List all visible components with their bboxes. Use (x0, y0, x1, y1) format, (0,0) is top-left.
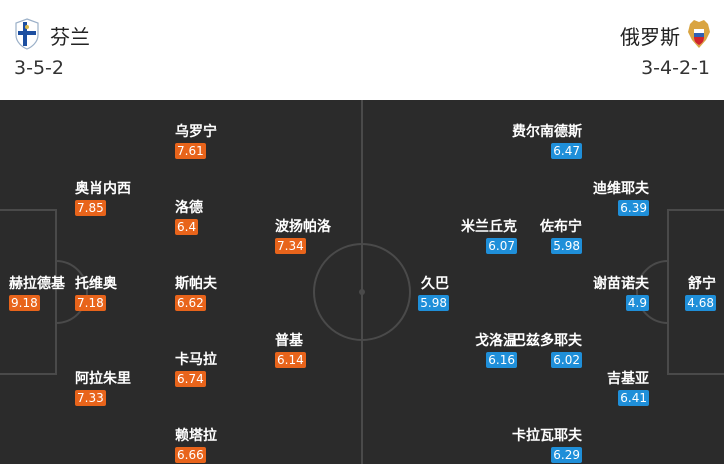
player-name: 普基 (275, 333, 303, 349)
player-rating: 6.16 (486, 352, 517, 368)
player-rating: 6.41 (618, 390, 649, 406)
player-rating: 6.66 (175, 447, 206, 463)
player-name: 阿拉朱里 (75, 371, 131, 387)
player-name: 谢苗诺夫 (593, 276, 649, 292)
player-rating: 5.98 (418, 295, 449, 311)
pitch: 赫拉德基 9.18 奥肖内西 7.85 托维奥 7.18 阿拉朱里 7.33 乌… (0, 100, 724, 464)
player-rating: 9.18 (9, 295, 40, 311)
player-name: 奥肖内西 (75, 181, 131, 197)
player-name: 舒宁 (688, 276, 716, 292)
away-team-name[interactable]: 俄罗斯 (620, 25, 680, 49)
player-name: 佐布宁 (540, 219, 582, 235)
player-rating: 6.02 (551, 352, 582, 368)
player-rating: 4.9 (625, 295, 649, 311)
player-name: 米兰丘克 (461, 219, 517, 235)
player-name: 乌罗宁 (175, 124, 217, 140)
player-rating: 7.34 (275, 238, 306, 254)
player-name: 巴兹多耶夫 (512, 333, 582, 349)
player-name: 赫拉德基 (9, 276, 65, 292)
player-rating: 6.62 (175, 295, 206, 311)
player-name: 卡拉瓦耶夫 (512, 428, 582, 444)
player-rating: 7.33 (75, 390, 106, 406)
player-rating: 7.18 (75, 295, 106, 311)
player-rating: 6.29 (551, 447, 582, 463)
player-rating: 6.07 (486, 238, 517, 254)
player-rating: 6.47 (551, 143, 582, 159)
player-rating: 4.68 (685, 295, 716, 311)
home-formation: 3-5-2 (14, 57, 64, 79)
player-rating: 6.74 (175, 371, 206, 387)
player-rating: 7.85 (75, 200, 106, 216)
player-name: 戈洛温 (475, 333, 517, 349)
pitch-markings (0, 100, 724, 464)
player-rating: 6.4 (175, 219, 199, 235)
player-name: 托维奥 (75, 276, 117, 292)
match-header: 芬兰 3-5-2 俄罗斯 3-4-2-1 (0, 0, 724, 100)
player-name: 卡马拉 (175, 352, 217, 368)
player-name: 费尔南德斯 (512, 124, 582, 140)
russia-crest-icon (688, 20, 710, 48)
player-name: 赖塔拉 (175, 428, 217, 444)
player-rating: 6.14 (275, 352, 306, 368)
home-team-name[interactable]: 芬兰 (50, 25, 90, 49)
player-name: 波扬帕洛 (275, 219, 331, 235)
player-name: 洛德 (175, 200, 203, 216)
away-formation: 3-4-2-1 (641, 57, 710, 79)
player-name: 斯帕夫 (175, 276, 217, 292)
finland-crest-icon (15, 18, 39, 50)
player-rating: 5.98 (551, 238, 582, 254)
player-name: 迪维耶夫 (593, 181, 649, 197)
player-name: 久巴 (421, 276, 449, 292)
player-rating: 7.61 (175, 143, 206, 159)
player-name: 吉基亚 (607, 371, 649, 387)
player-rating: 6.39 (618, 200, 649, 216)
